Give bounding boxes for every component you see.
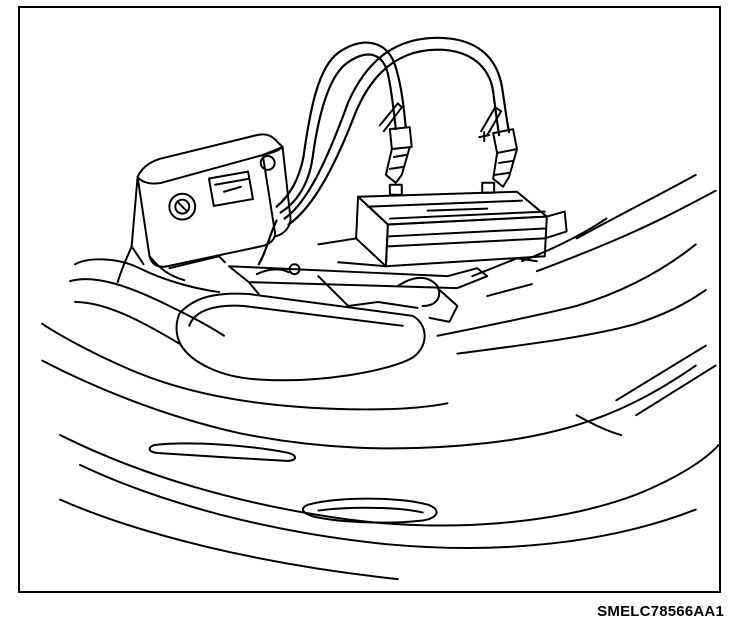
side-marker (148, 442, 297, 462)
engine-bay (227, 217, 608, 323)
negative-clamp-icon (378, 102, 413, 184)
car-battery-icon (317, 181, 568, 268)
battery-charger-icon (116, 133, 292, 284)
car-body (41, 173, 719, 581)
figure-code-label: SMELC78566AA1 (597, 603, 724, 620)
headlight-outline (175, 292, 426, 382)
illustration-frame (18, 6, 721, 593)
fog-lamp-recess (302, 497, 438, 524)
charging-cables (257, 36, 511, 266)
battery-charging-illustration (41, 36, 719, 581)
positive-clamp-icon (478, 106, 518, 188)
